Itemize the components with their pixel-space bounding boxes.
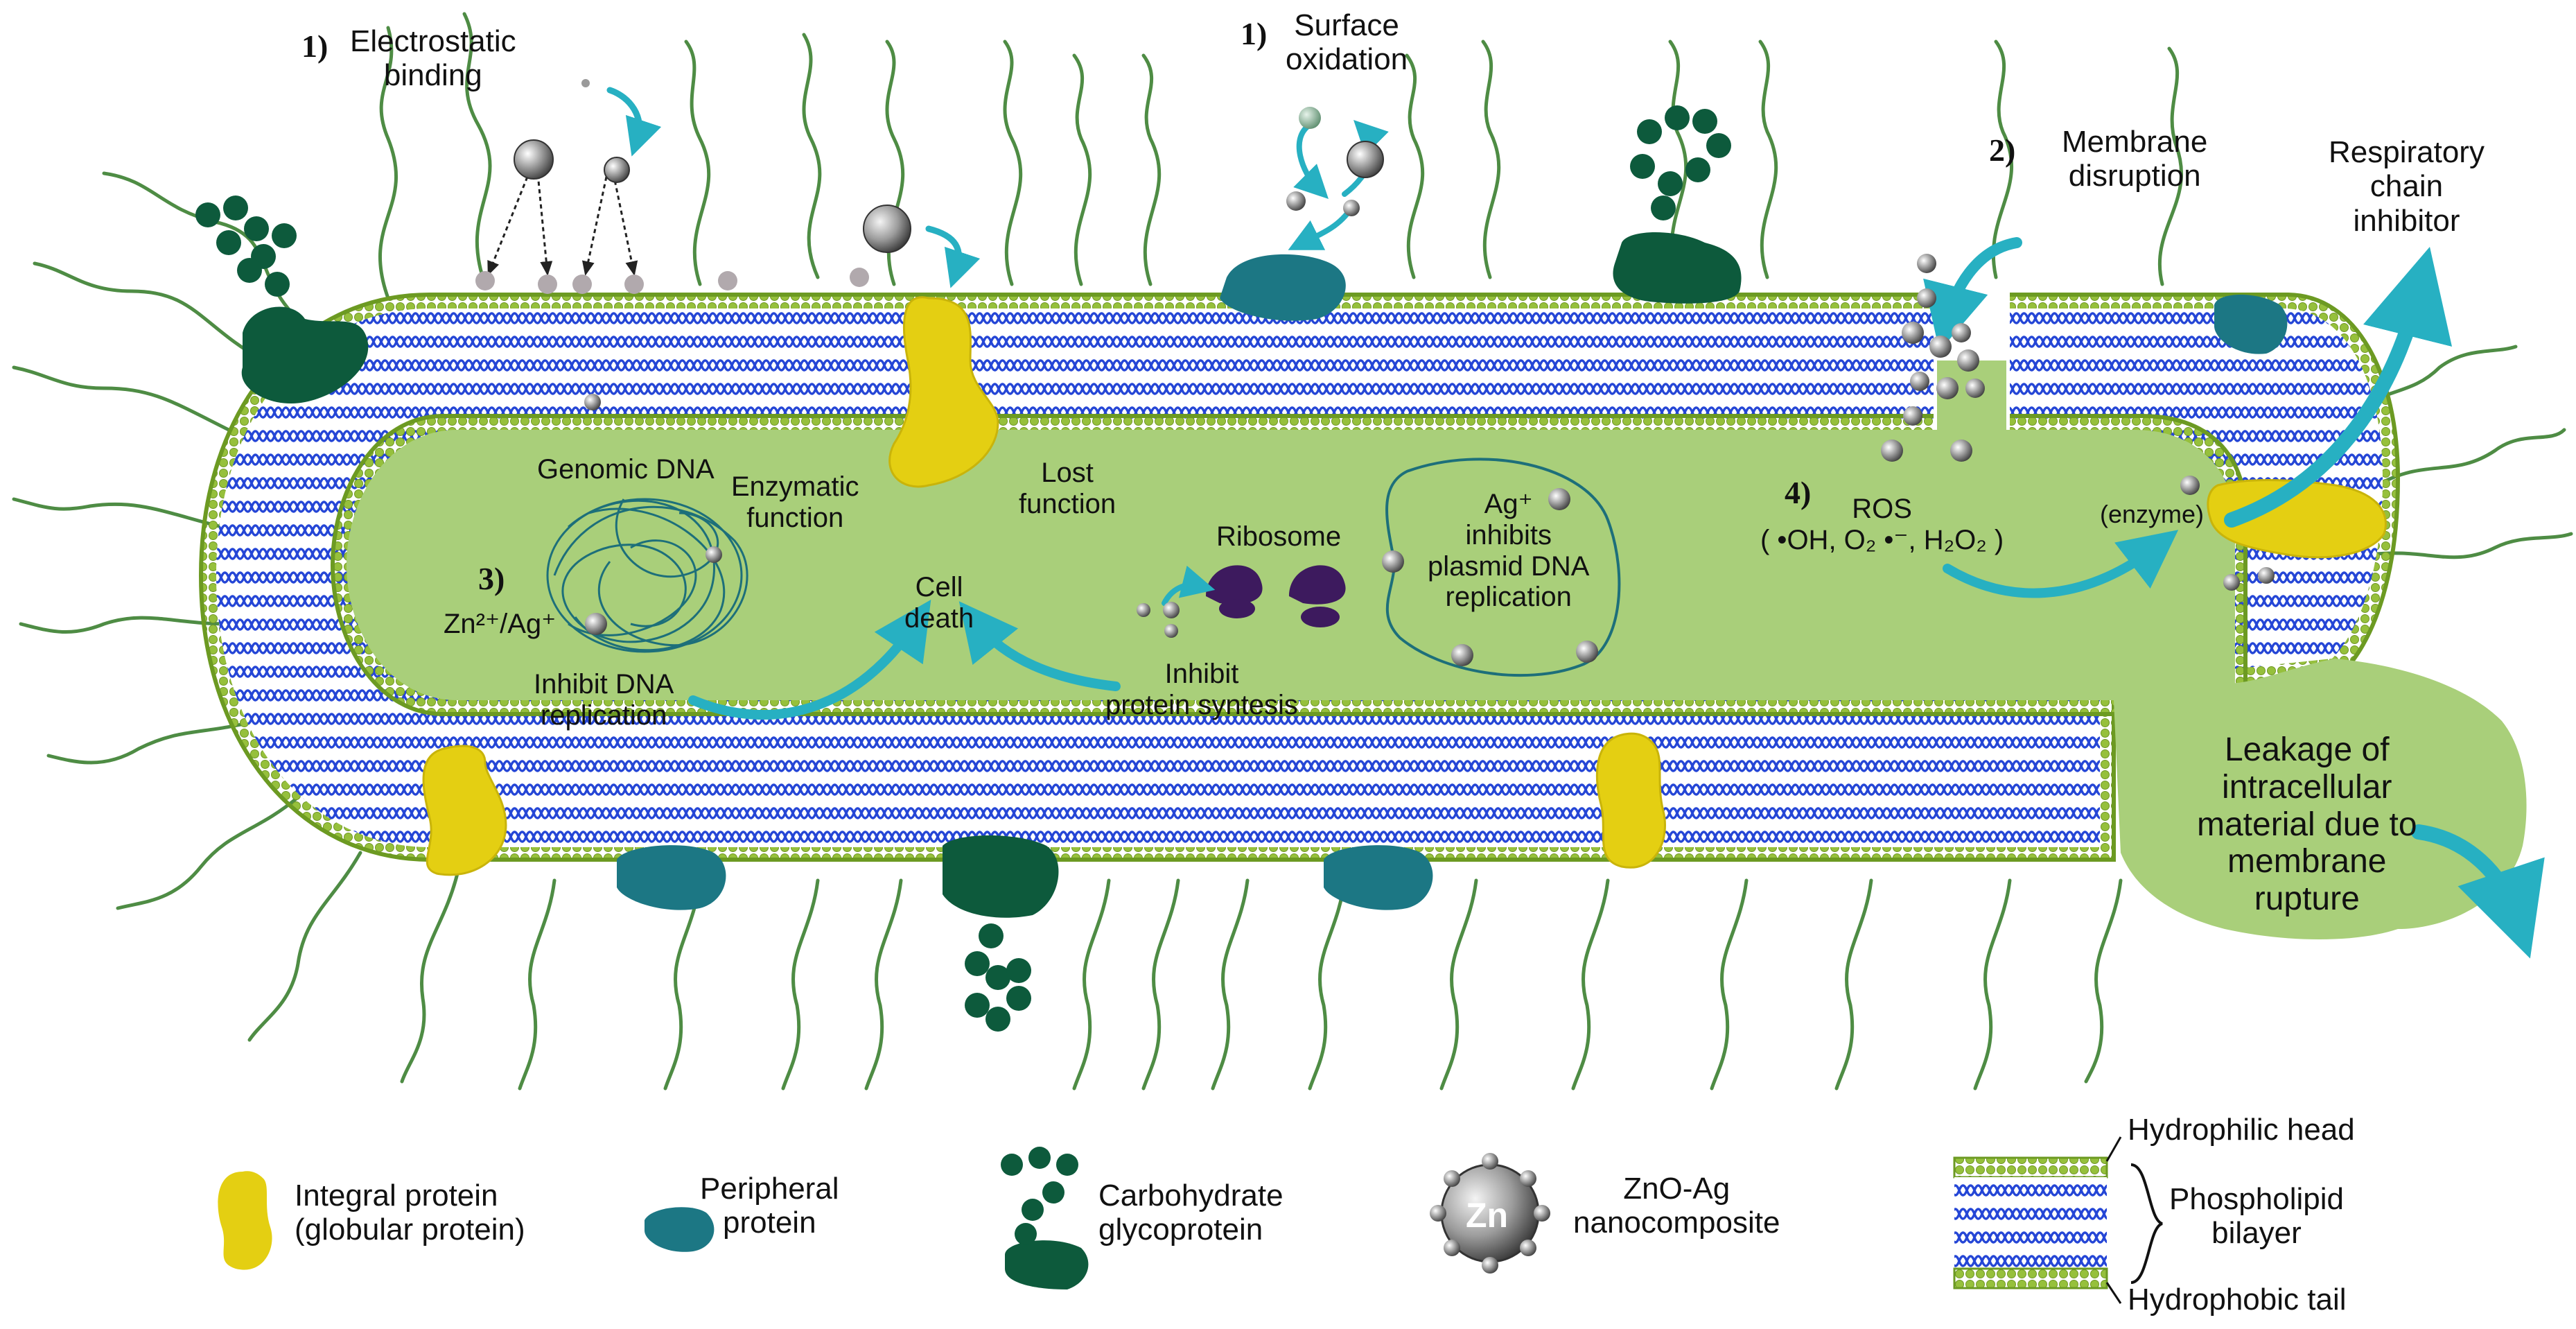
integral-protein-top (888, 296, 999, 488)
nanocomposite-particle-top (863, 205, 911, 253)
step-number-dna: 3) (478, 561, 505, 596)
arrow-leakage (2411, 824, 2545, 959)
label-ribosome: Ribosome (1216, 521, 1342, 552)
legend-graphics (218, 1136, 2163, 1304)
label-genomic-dna: Genomic DNA (537, 454, 715, 485)
binding-lines (487, 166, 638, 276)
surface-charges (475, 268, 869, 294)
arrow-ox-loop1 (1293, 122, 1329, 199)
arrow-ox-down (925, 225, 981, 288)
flagella (12, 12, 2573, 1091)
arrow-binding (606, 87, 662, 157)
label-ros: ROS( •OH, O₂ •⁻, H₂O₂ ) (1760, 494, 2004, 555)
legend-bilayer-icon (1953, 1136, 2163, 1304)
legend-glyco-icon (1001, 1147, 1089, 1289)
arrow-ox-loop3 (1288, 205, 1354, 250)
legend-hydrophobic-tail: Hydrophobic tail (2128, 1283, 2347, 1317)
label-enzyme: (enzyme) (2100, 500, 2205, 528)
ions (514, 79, 2275, 666)
legend-zn-symbol: Zn (1466, 1196, 1509, 1235)
leakage-blob (2114, 659, 2527, 939)
step-number-ros: 4) (1785, 475, 1812, 510)
peripheral-protein-bottom-right (1324, 845, 1433, 910)
legend-integral-protein: Integral protein(globular protein) (295, 1179, 525, 1247)
legend-hydrophilic-head: Hydrophilic head (2128, 1113, 2355, 1147)
step-number-electrostatic: 1) (301, 28, 328, 64)
arrow-disruption (1923, 237, 2022, 351)
arrow-protein-to-death (958, 601, 1121, 691)
integral-protein-bottom-mid (1595, 732, 1666, 869)
legend-peripheral-icon (645, 1207, 715, 1252)
step-number-membrane-disruption: 2) (1989, 132, 2016, 168)
glycoprotein-bottom (943, 835, 1059, 918)
arrow-ros-to-enzyme (1943, 530, 2179, 598)
legend-integral-icon (218, 1171, 272, 1270)
arrow-dna-to-death (688, 600, 931, 720)
genomic-dna-tangle (546, 498, 748, 653)
glycoproteins (195, 105, 1742, 1032)
glycoprotein-top (1613, 232, 1742, 304)
cytoplasm (347, 430, 2235, 700)
arrow-respiratory (2224, 246, 2452, 528)
integral-protein-bottom-left (422, 745, 507, 876)
peripheral-proteins (617, 254, 2288, 910)
arrow-ribosome (1162, 565, 1216, 606)
peripheral-protein-right (2214, 295, 2288, 354)
peripheral-protein-bottom-left (617, 845, 726, 910)
ribosomes (1206, 565, 1346, 627)
step-number-surface-oxidation: 1) (1241, 16, 1268, 51)
legend-nanocomposite-icon (1430, 1153, 1550, 1274)
peripheral-protein-top (1220, 254, 1346, 321)
glycoprotein-left (241, 306, 369, 403)
label-ions: Zn²⁺/Ag⁺ (444, 609, 557, 639)
